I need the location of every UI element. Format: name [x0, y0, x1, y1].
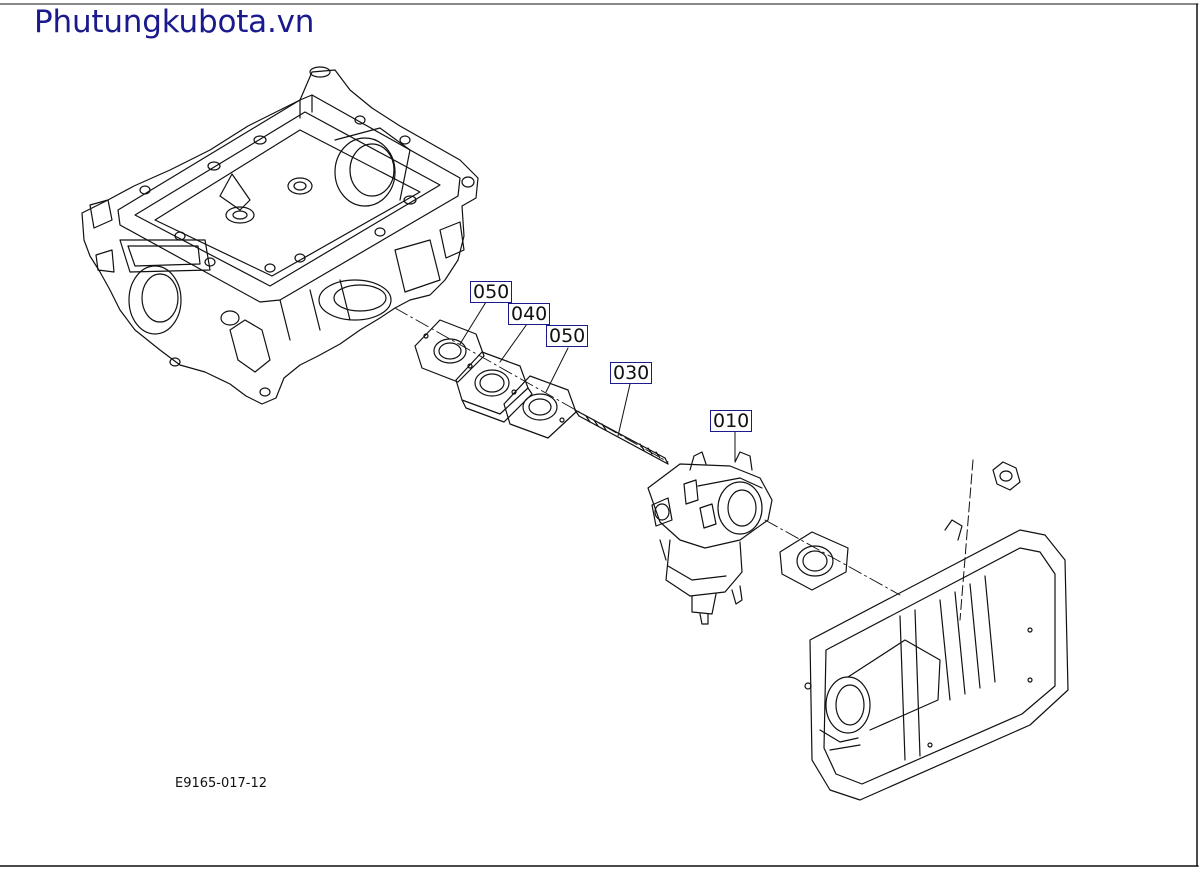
callout-030[interactable]: 030	[610, 362, 653, 384]
callout-050-upper[interactable]: 050	[470, 281, 513, 303]
leader-050a	[459, 301, 487, 345]
leader-aircleaner	[959, 459, 974, 621]
callout-010[interactable]: 010	[710, 410, 753, 432]
callout-040[interactable]: 040	[508, 303, 551, 325]
site-watermark: Phutungkubota.vn	[34, 4, 315, 40]
drawing-code: E9165-017-12	[175, 776, 268, 791]
callout-050-lower[interactable]: 050	[546, 325, 589, 347]
leader-030	[617, 383, 631, 437]
leader-050b	[545, 347, 569, 393]
carburetor-010	[647, 451, 773, 625]
leader-040	[499, 323, 528, 363]
centerline-intake	[394, 307, 669, 463]
insulator-040	[455, 351, 533, 423]
cylinder-head	[81, 66, 479, 405]
air-cleaner-housing	[804, 519, 1069, 801]
gasket-050-lower	[503, 375, 577, 439]
gasket-050-upper	[414, 319, 485, 383]
flange-nut	[992, 461, 1021, 491]
stud-bolt-030	[574, 409, 669, 465]
air-cleaner-gasket	[779, 531, 849, 591]
